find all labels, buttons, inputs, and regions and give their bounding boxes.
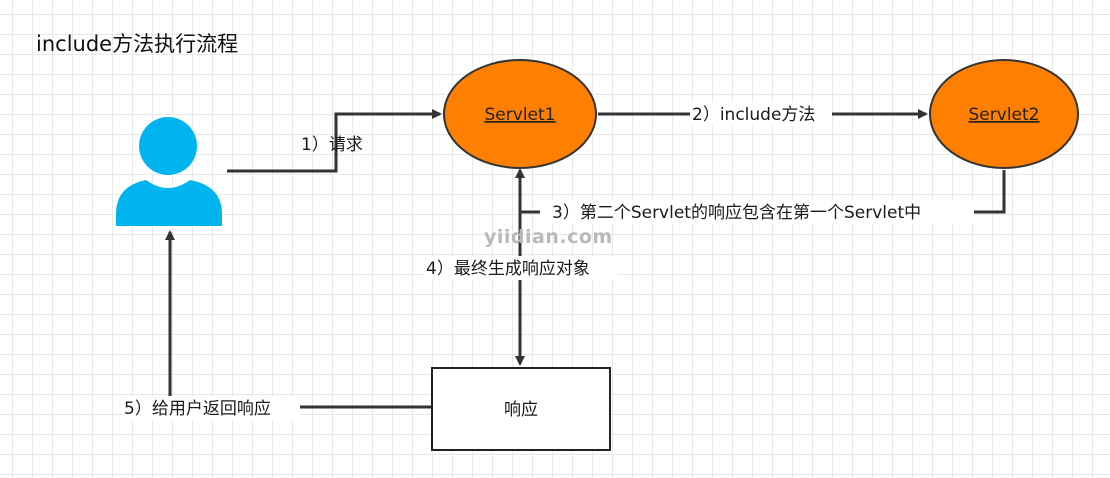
servlet1-label: Servlet1 <box>485 105 556 125</box>
response-label: 响应 <box>504 400 538 420</box>
edge-label-include-back: 3）第二个Servlet的响应包含在第一个Servlet中 <box>552 203 921 223</box>
watermark-text: yiidian.com <box>484 226 613 248</box>
edge-label-return-user: 5）给用户返回响应 <box>124 399 271 419</box>
edge-label-request: 1）请求 <box>301 135 363 155</box>
servlet2-node: Servlet2 <box>929 59 1079 169</box>
response-node: 响应 <box>431 367 611 451</box>
edge-request <box>227 109 442 173</box>
diagram-title: include方法执行流程 <box>36 32 238 56</box>
servlet2-label: Servlet2 <box>969 105 1040 125</box>
edge-label-include: 2）include方法 <box>692 105 815 125</box>
user-icon <box>116 117 222 226</box>
edge-return-user <box>165 230 432 409</box>
servlet1-node: Servlet1 <box>443 59 597 169</box>
edge-label-final-response: 4）最终生成响应对象 <box>426 259 590 279</box>
